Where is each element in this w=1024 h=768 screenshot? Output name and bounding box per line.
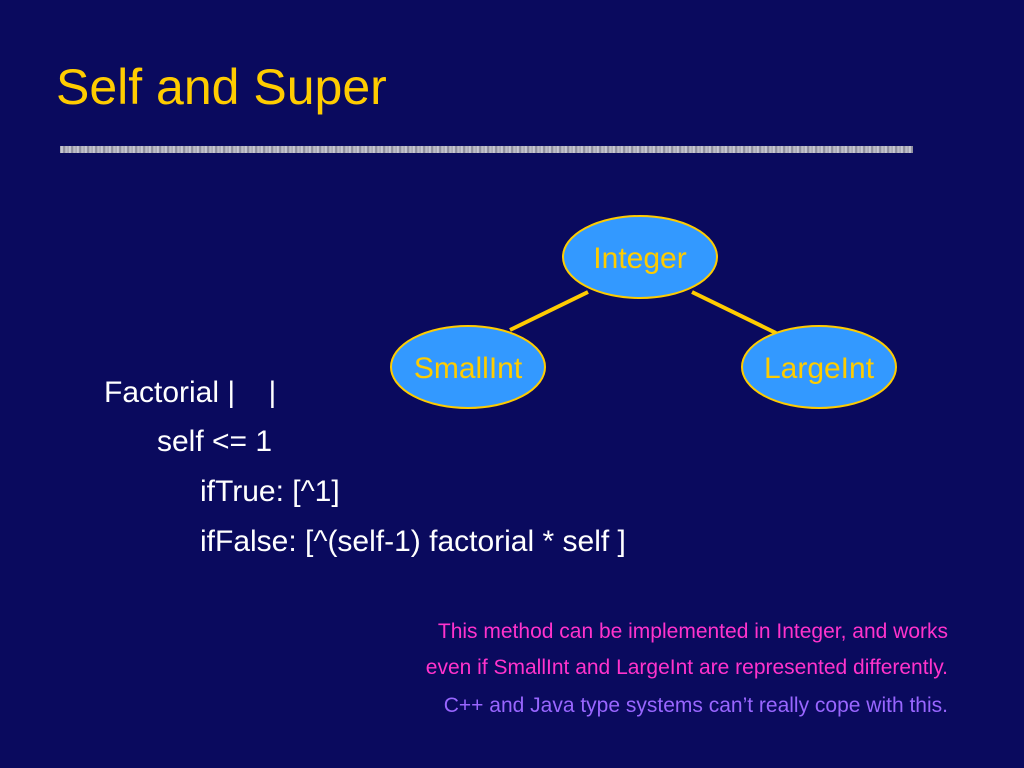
- note-line-3: C++ and Java type systems can’t really c…: [443, 694, 948, 717]
- edge-integer-largeint: [691, 290, 777, 335]
- code-block: Factorial | | self <= 1 ifTrue: [^1] ifF…: [0, 0, 626, 558]
- node-largeint-label: LargeInt: [764, 352, 875, 385]
- edge-integer-smallint: [509, 290, 589, 332]
- code-line-3: ifTrue: [^1]: [200, 475, 340, 508]
- code-line-1: Factorial | |: [104, 376, 277, 409]
- node-smallint: [390, 325, 546, 409]
- note-line-1: This method can be implemented in Intege…: [437, 620, 948, 643]
- code-line-2: self <= 1: [157, 425, 273, 458]
- node-integer: [562, 215, 718, 299]
- note-line-2: even if SmallInt and LargeInt are repres…: [425, 656, 948, 679]
- code-line-4: ifFalse: [^(self-1) factorial * self ]: [200, 525, 626, 558]
- node-integer-label: Integer: [593, 242, 686, 275]
- slide-title: Self and Super: [56, 59, 387, 115]
- node-largeint: [741, 325, 897, 409]
- node-smallint-label: SmallInt: [414, 352, 523, 385]
- title-divider: [60, 146, 913, 153]
